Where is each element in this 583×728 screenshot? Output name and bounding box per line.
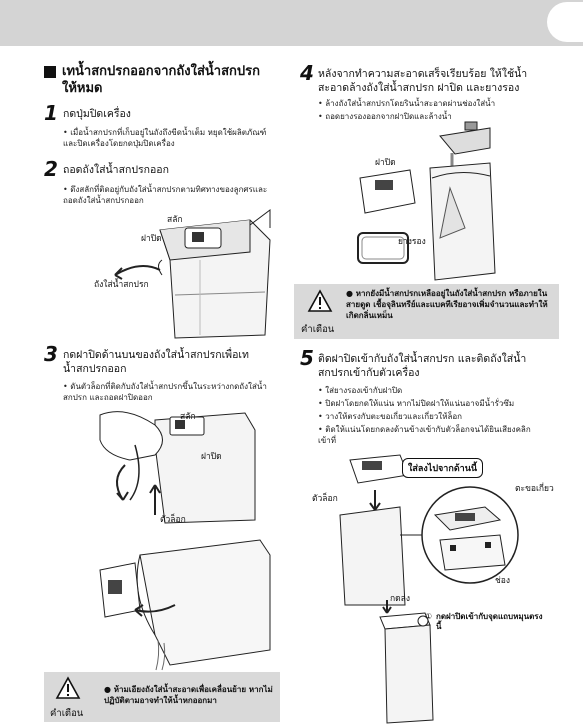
- insert-side-callout: ใส่ลงไปจากด้านนี้: [402, 458, 484, 478]
- section-bullet-square: [44, 66, 56, 78]
- warning-triangle-icon: [307, 289, 333, 312]
- step-3-bullet: • ดันตัวล็อกที่ติดกับถังใส่น้ำสกปรกขึ้นใ…: [63, 382, 267, 402]
- step-5-hook-label: ตะขอเกี่ยว: [515, 484, 554, 494]
- step-1-title: กดปุ่มปิดเครื่อง: [63, 108, 131, 120]
- step-2-lid-label: ฝาปิด: [141, 234, 162, 244]
- step-1-bullet: • เมื่อน้ำสกปรกที่เก็บอยู่ในถังถึงขีดน้ำ…: [63, 128, 267, 148]
- header-bar: [0, 0, 583, 46]
- warning-box-top: คำเตือน ● หากยังมีน้ำสกปรกเหลืออยู่ในถัง…: [294, 284, 559, 339]
- step-3-title: กดฝาปิดด้านบนของถังใส่น้ำสกปรกเพื่อเทน้ำ…: [63, 349, 249, 375]
- warning-text: ● หากยังมีน้ำสกปรกเหลืออยู่ในถังใส่น้ำสก…: [346, 289, 548, 320]
- pull-arrow: [114, 265, 161, 276]
- step-5-title: ติดฝาปิดเข้ากับถังใส่น้ำสกปรก และติดถังใ…: [318, 353, 527, 379]
- step-2-tank-label: ถังใส่น้ำสกปรก: [94, 280, 149, 290]
- step-5-press-illustration: [379, 600, 434, 724]
- step-3-pour-illustration: [99, 539, 271, 671]
- step-5-lock-label: ตัวล็อก: [312, 494, 338, 504]
- step-3-latch-label: สลัก: [180, 412, 196, 422]
- step-4-lid-label: ฝาปิด: [375, 158, 396, 168]
- step-5-bullet-4: • ติดให้แน่นโดยกดลงด้านข้างเข้ากับตัวล็อ…: [318, 425, 531, 445]
- step-2-bullet: • ดึงสลักที่ติดอยู่กับถังใส่น้ำสกปรกตามท…: [63, 185, 268, 205]
- step-5-bullet-1: • ใส่ยางรองเข้ากับฝาปิด: [318, 386, 403, 395]
- step-5-press-label: กดลง: [390, 594, 411, 604]
- warning-box-bottom: คำเตือน ● ห้ามเอียงถังใส่น้ำสะอาดเพื่อเค…: [44, 672, 280, 722]
- step-5-circle-number: ①: [425, 612, 433, 621]
- step-1-number: 1: [44, 101, 58, 125]
- step-4-title: หลังจากทำความสะอาดเสร็จเรียบร้อย ให้ใช้น…: [318, 68, 528, 94]
- step-4-number: 4: [300, 61, 314, 85]
- step-5-illustration: [339, 454, 519, 606]
- step-2-latch-label: สลัก: [167, 215, 183, 225]
- step-4-gasket-label: ยางรอง: [398, 237, 426, 247]
- step-5-bullet-2: • ปิดฝาโดยกดให้แน่น หากไม่ปิดฝาให้แน่นอา…: [318, 399, 515, 408]
- step-3-lid-label: ฝาปิด: [201, 452, 222, 462]
- warning-triangle-icon: [55, 676, 81, 699]
- step-5-number: 5: [300, 346, 314, 370]
- header-tab: [547, 2, 583, 42]
- step-5-slot-label: ช่อง: [495, 576, 511, 586]
- step-3-number: 3: [44, 342, 58, 366]
- warning-label: คำเตือน: [50, 708, 84, 719]
- step-5-press-until-label: กดฝาปิดเข้ากับจุดแถบหมุนตรงนี้: [436, 612, 543, 631]
- step-5-bullet-3: • วางให้ตรงกับตะขอเกี่ยวและเกี่ยวให้ล็อก: [318, 412, 463, 421]
- step-4-bullet-1: • ล้างถังใส่น้ำสกปรกโดยรินน้ำสะอาดผ่านช่…: [318, 99, 496, 108]
- step-2-number: 2: [44, 157, 58, 181]
- step-3-hand-illustration: [99, 411, 256, 524]
- section-title: เทน้ำสกปรกออกจากถังใส่น้ำสกปรกให้หมด: [62, 64, 260, 96]
- warning-text: ● ห้ามเอียงถังใส่น้ำสะอาดเพื่อเคลื่อนย้า…: [104, 685, 273, 705]
- step-2-title: ถอดถังใส่น้ำสกปรกออก: [63, 164, 169, 176]
- step-2-illustration: [114, 209, 271, 339]
- step-4-bullet-2: • ถอดยางรองออกจากฝาปิดและล้างน้ำ: [318, 112, 452, 121]
- step-4-illustration: [357, 121, 496, 281]
- step-3-lock-label: ตัวล็อก: [160, 515, 186, 525]
- warning-label: คำเตือน: [301, 324, 335, 335]
